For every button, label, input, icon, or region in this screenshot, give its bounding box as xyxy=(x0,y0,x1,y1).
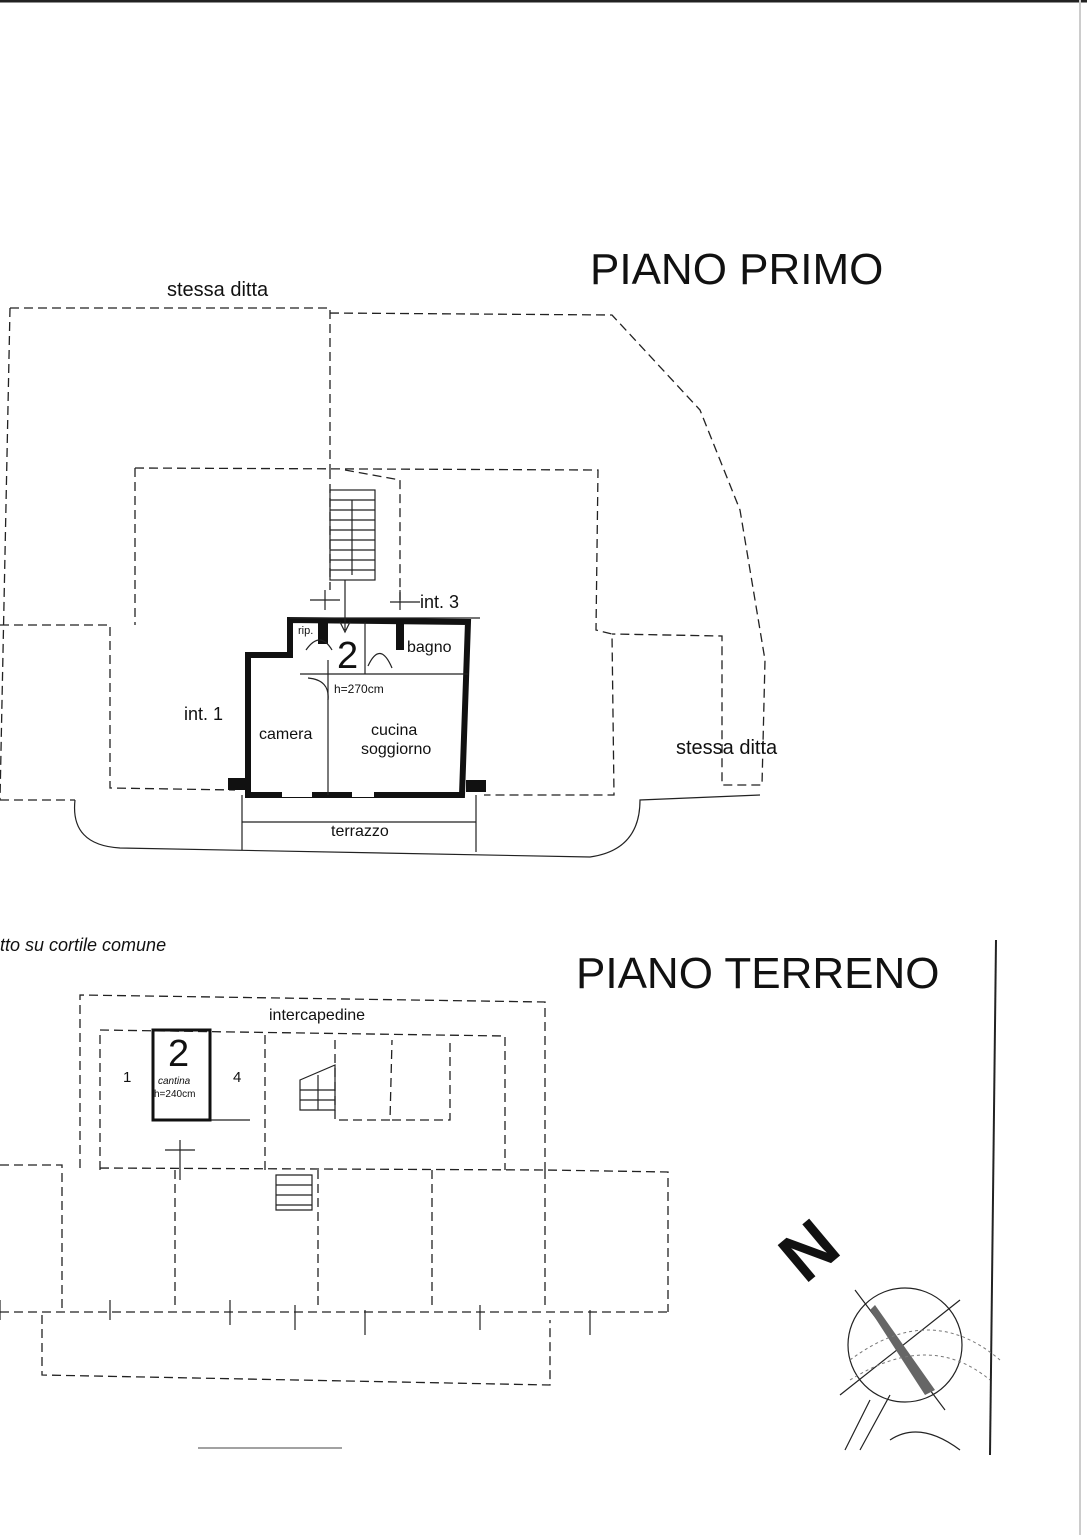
neighbor-label-right: stessa ditta xyxy=(676,737,778,759)
room-label-cucina: cucina xyxy=(371,722,417,739)
unit-number: 2 xyxy=(337,635,358,677)
margin-line xyxy=(989,939,997,1456)
unit-label-int1: int. 1 xyxy=(184,704,223,724)
ceiling-height: h=270cm xyxy=(334,682,384,696)
room-label-camera: camera xyxy=(259,726,312,743)
courtyard-note: tto su cortile comune xyxy=(0,935,166,955)
cavity-label: intercapedine xyxy=(269,1007,365,1024)
unit-label-int3: int. 3 xyxy=(420,592,459,612)
svg-text:N: N xyxy=(765,1204,854,1296)
piano-terreno-plan xyxy=(0,994,669,1386)
cellar-height: h=240cm xyxy=(154,1089,195,1100)
piano-terreno-title: PIANO TERRENO xyxy=(576,949,939,998)
room-label-rip: rip. xyxy=(298,625,313,637)
piano-primo-title: PIANO PRIMO xyxy=(590,245,883,294)
room-label-soggiorno: soggiorno xyxy=(361,741,431,758)
cellar-number: 2 xyxy=(168,1033,189,1075)
piano-primo-plan xyxy=(0,307,766,858)
cellar-label-1: 1 xyxy=(123,1069,131,1086)
room-label-bagno: bagno xyxy=(407,639,452,656)
staircase xyxy=(329,469,401,600)
ground-staircase xyxy=(275,1064,336,1211)
cellar-label-4: 4 xyxy=(233,1069,241,1086)
room-label-terrazzo: terrazzo xyxy=(331,823,389,840)
north-arrow-icon: N xyxy=(765,1204,1001,1451)
cellar-label: cantina xyxy=(158,1076,191,1087)
neighbor-label-top: stessa ditta xyxy=(167,279,269,301)
